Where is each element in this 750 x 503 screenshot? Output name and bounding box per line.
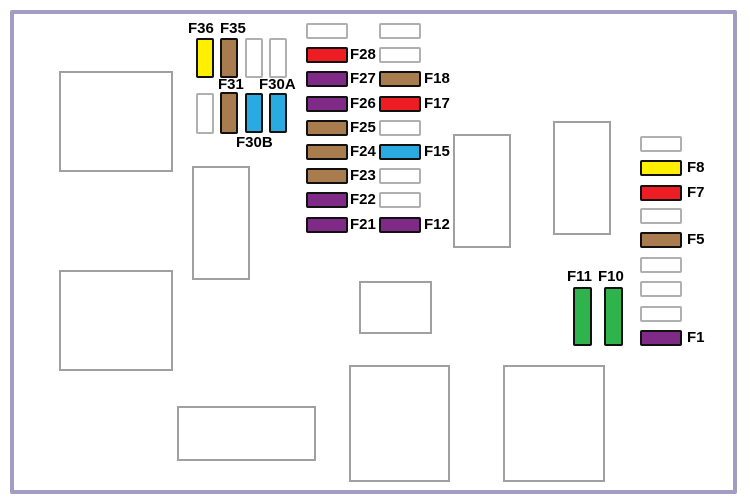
fuse-f36 bbox=[196, 38, 214, 78]
fuse-label-f24: F24 bbox=[350, 143, 376, 160]
fuse-label-f31: F31 bbox=[218, 76, 244, 93]
fuse-label-f21: F21 bbox=[350, 216, 376, 233]
fuse-label-f27: F27 bbox=[350, 70, 376, 87]
connector-block bbox=[177, 406, 316, 461]
fuse-f21 bbox=[306, 217, 348, 233]
empty-fuse-slot bbox=[640, 257, 682, 273]
empty-fuse-slot bbox=[379, 168, 421, 184]
fuse-label-f10: F10 bbox=[598, 268, 624, 285]
fuse-f24 bbox=[306, 144, 348, 160]
fuse-f25 bbox=[306, 120, 348, 136]
fuse-f28 bbox=[306, 47, 348, 63]
fuse-f11 bbox=[573, 287, 592, 346]
fuse-label-f15: F15 bbox=[424, 143, 450, 160]
connector-block bbox=[503, 365, 605, 482]
empty-fuse-slot bbox=[196, 93, 214, 134]
fuse-label-f28: F28 bbox=[350, 46, 376, 63]
fuse-f7 bbox=[640, 185, 682, 201]
empty-fuse-slot bbox=[379, 120, 421, 136]
connector-block bbox=[192, 166, 250, 280]
fuse-label-f12: F12 bbox=[424, 216, 450, 233]
fuse-label-f17: F17 bbox=[424, 95, 450, 112]
fuse-f5 bbox=[640, 232, 682, 248]
fuse-f12 bbox=[379, 217, 421, 233]
fuse-label-f5: F5 bbox=[687, 231, 705, 248]
fuse-f31 bbox=[220, 92, 238, 134]
empty-fuse-slot bbox=[306, 23, 348, 39]
fuse-f35 bbox=[220, 38, 238, 78]
connector-block bbox=[59, 270, 173, 371]
fuse-f15 bbox=[379, 144, 421, 160]
fuse-f26 bbox=[306, 96, 348, 112]
empty-fuse-slot bbox=[379, 47, 421, 63]
fuse-label-f23: F23 bbox=[350, 167, 376, 184]
fuse-label-f30b: F30B bbox=[236, 134, 273, 151]
fuse-box-outline bbox=[10, 10, 737, 494]
fuse-label-f26: F26 bbox=[350, 95, 376, 112]
connector-block bbox=[349, 365, 450, 482]
connector-block bbox=[453, 134, 511, 248]
fuse-label-f18: F18 bbox=[424, 70, 450, 87]
empty-fuse-slot bbox=[379, 192, 421, 208]
fuse-f23 bbox=[306, 168, 348, 184]
fuse-f22 bbox=[306, 192, 348, 208]
fuse-f27 bbox=[306, 71, 348, 87]
empty-fuse-slot bbox=[245, 38, 263, 78]
fuse-f18 bbox=[379, 71, 421, 87]
empty-fuse-slot bbox=[640, 281, 682, 297]
connector-block bbox=[359, 281, 432, 334]
connector-block bbox=[553, 121, 611, 235]
empty-fuse-slot bbox=[640, 136, 682, 152]
fuse-label-f22: F22 bbox=[350, 191, 376, 208]
fuse-label-f7: F7 bbox=[687, 184, 705, 201]
fuse-f30a bbox=[269, 93, 287, 133]
fuse-label-f36: F36 bbox=[188, 20, 214, 37]
fuse-f10 bbox=[604, 287, 623, 346]
fuse-label-f35: F35 bbox=[220, 20, 246, 37]
empty-fuse-slot bbox=[640, 208, 682, 224]
fuse-label-f1: F1 bbox=[687, 329, 705, 346]
fuse-f17 bbox=[379, 96, 421, 112]
fuse-f1 bbox=[640, 330, 682, 346]
connector-block bbox=[59, 71, 173, 172]
empty-fuse-slot bbox=[640, 306, 682, 322]
empty-fuse-slot bbox=[269, 38, 287, 78]
fuse-label-f8: F8 bbox=[687, 159, 705, 176]
fuse-label-f30a: F30A bbox=[259, 76, 296, 93]
fuse-label-f25: F25 bbox=[350, 119, 376, 136]
fuse-f8 bbox=[640, 160, 682, 176]
fuse-label-f11: F11 bbox=[567, 268, 593, 285]
empty-fuse-slot bbox=[379, 23, 421, 39]
fuse-f30b bbox=[245, 93, 263, 133]
